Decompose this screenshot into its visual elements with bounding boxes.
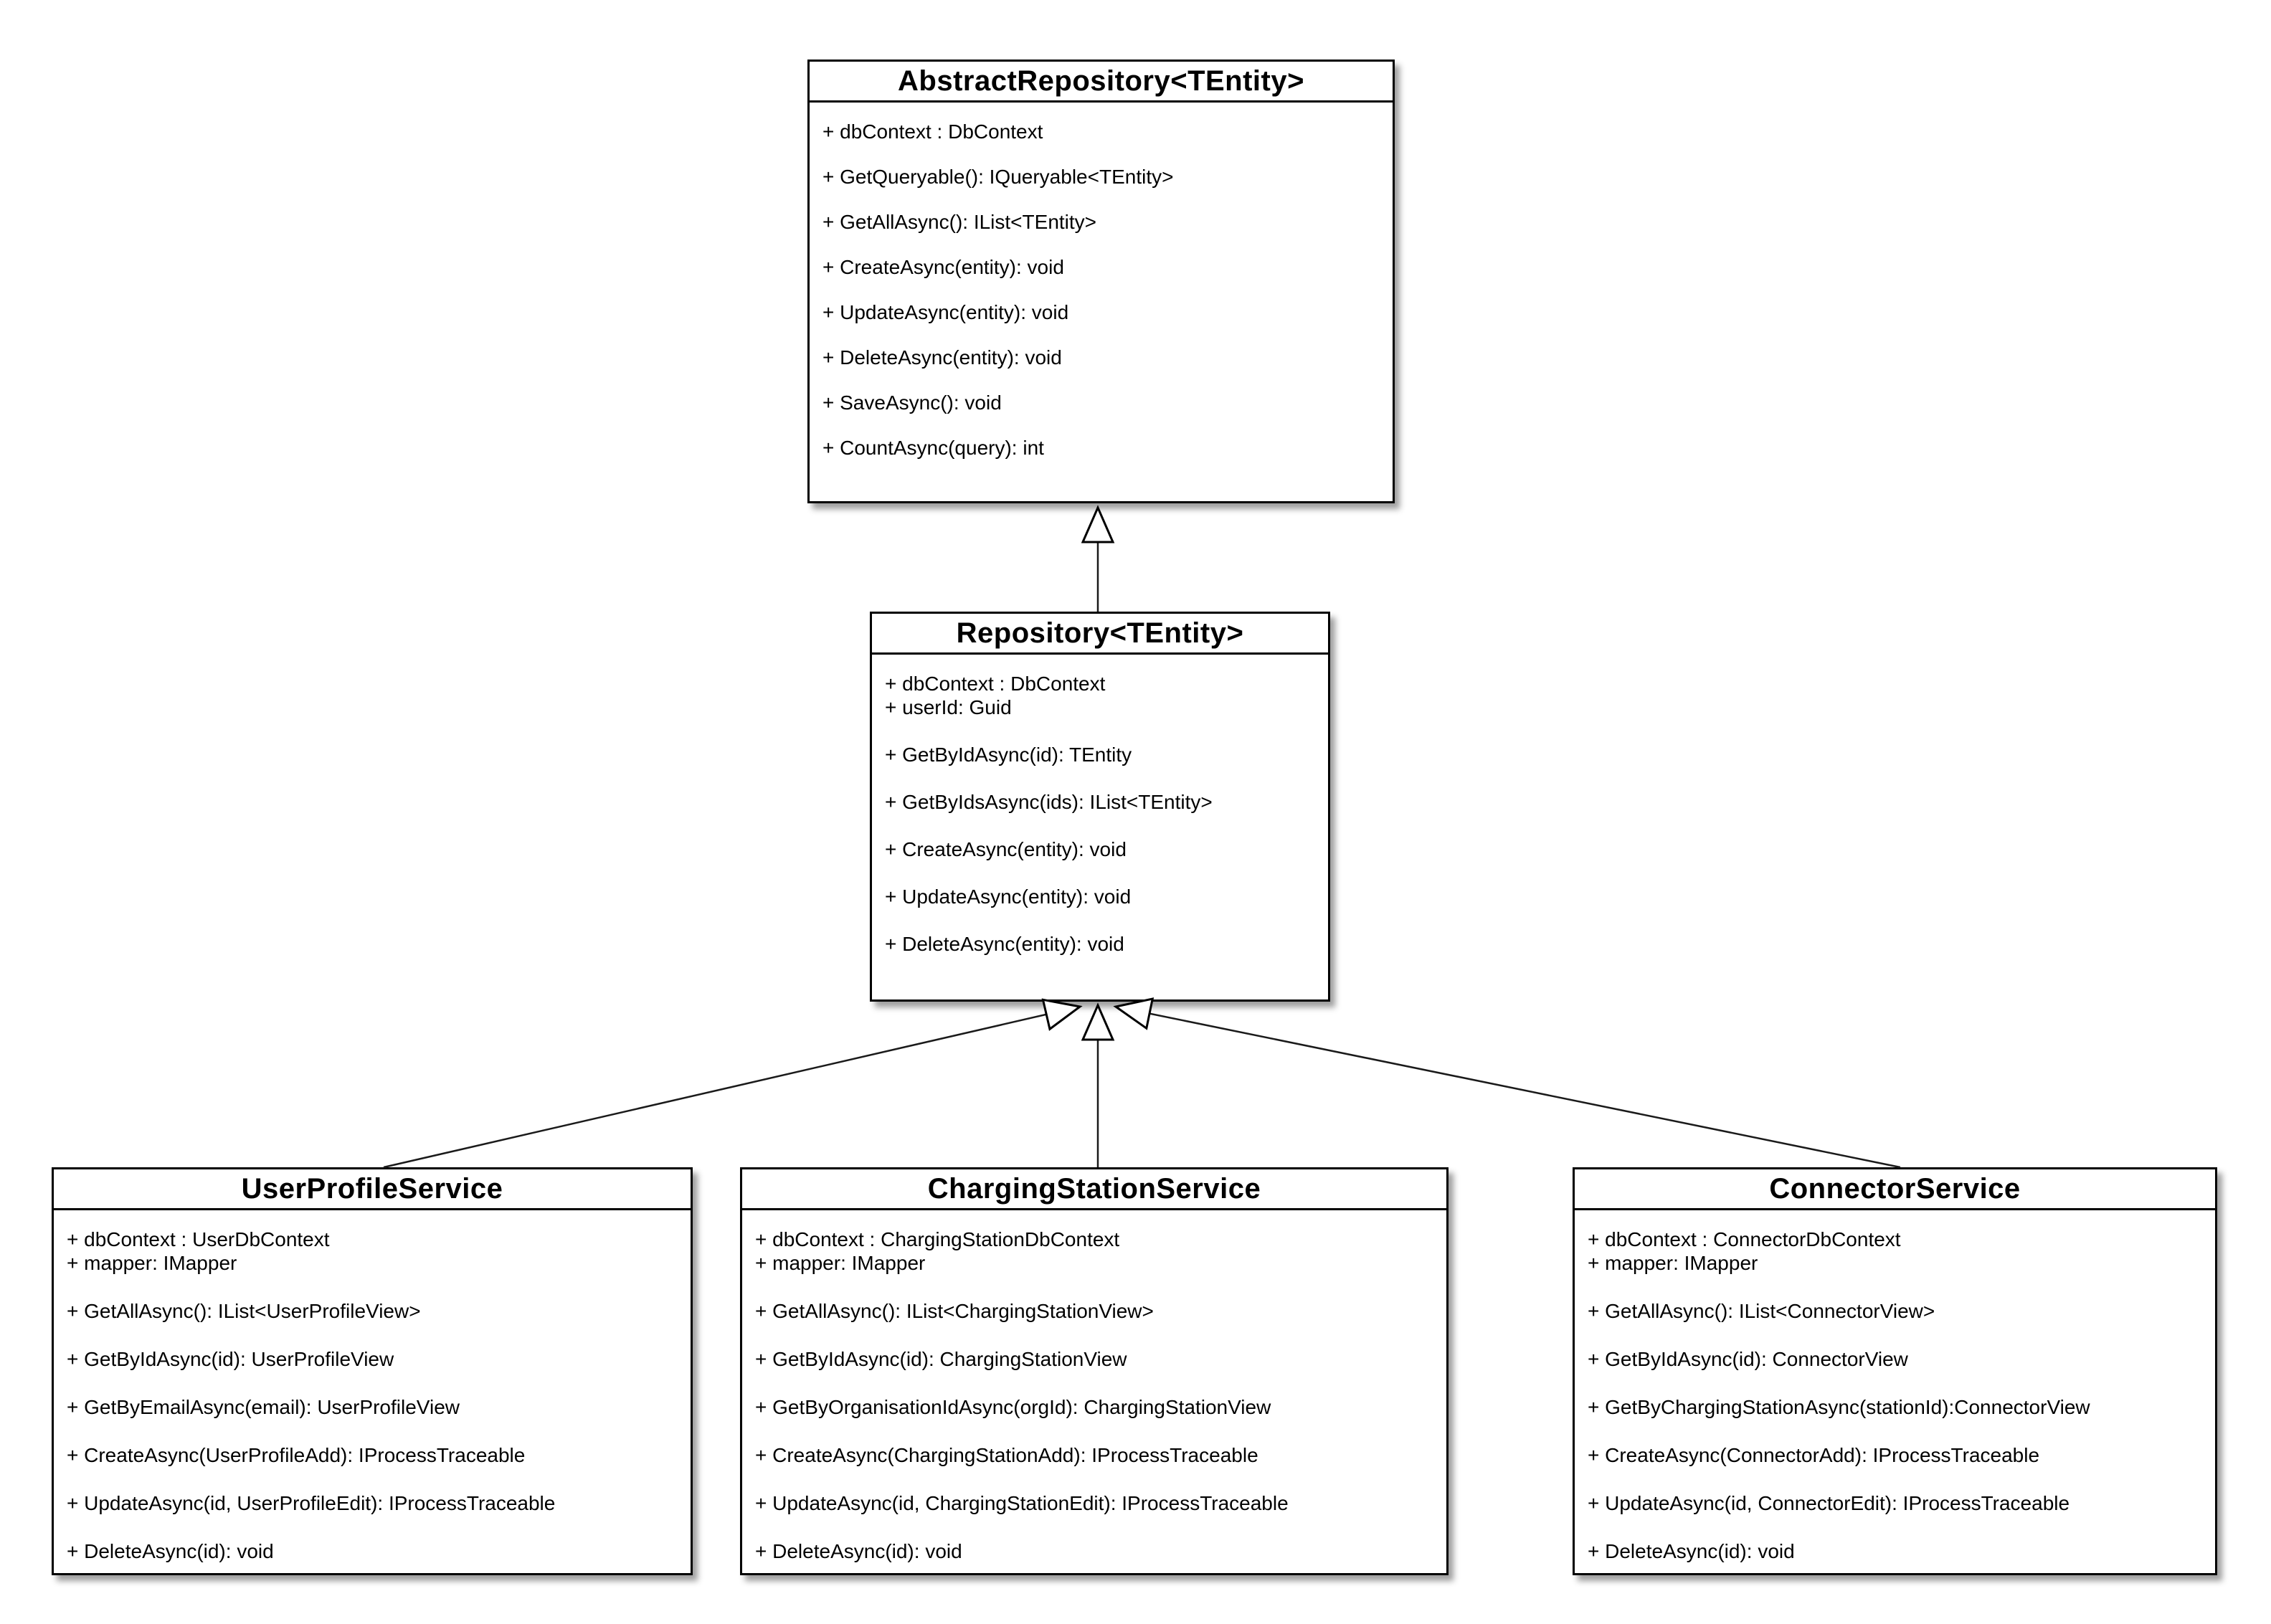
method: + UpdateAsync(entity): void [822, 301, 1069, 323]
method: + GetAllAsync(): IList<ConnectorView> [1588, 1300, 1935, 1322]
method: + CreateAsync(UserProfileAdd): IProcessT… [67, 1444, 526, 1466]
method: + CountAsync(query): int [822, 437, 1044, 459]
method: + GetByOrganisationIdAsync(orgId): Charg… [755, 1396, 1271, 1418]
generalization-arrow-user-profile-service-to-repository [383, 1007, 1080, 1169]
method: + DeleteAsync(entity): void [822, 346, 1062, 369]
method: + DeleteAsync(id): void [1588, 1540, 1795, 1562]
class-body-repository: + dbContext : DbContext + userId: Guid +… [872, 655, 1328, 956]
method: + GetAllAsync(): IList<ChargingStationVi… [755, 1300, 1154, 1322]
attribute: + dbContext : ChargingStationDbContext [755, 1228, 1120, 1250]
class-body-abstract-repository: + dbContext : DbContext + GetQueryable()… [810, 103, 1393, 460]
method: + GetByIdsAsync(ids): IList<TEntity> [885, 791, 1213, 813]
class-title-connector-service: ConnectorService [1575, 1169, 2215, 1210]
method: + GetByIdAsync(id): ChargingStationView [755, 1348, 1127, 1370]
class-body-connector-service: + dbContext : ConnectorDbContext + mappe… [1575, 1210, 2215, 1563]
class-box-connector-service: ConnectorService + dbContext : Connector… [1573, 1167, 2217, 1575]
attribute-list: + dbContext : UserDbContext + mapper: IM… [67, 1228, 678, 1275]
class-box-abstract-repository: AbstractRepository<TEntity> + dbContext … [807, 60, 1395, 503]
method: + UpdateAsync(entity): void [885, 885, 1132, 908]
method: + GetByIdAsync(id): TEntity [885, 744, 1132, 766]
class-title-abstract-repository: AbstractRepository<TEntity> [810, 62, 1393, 103]
attribute-list: + dbContext : ChargingStationDbContext +… [755, 1228, 1433, 1275]
attribute: + dbContext : UserDbContext [67, 1228, 330, 1250]
method: + DeleteAsync(id): void [755, 1540, 962, 1562]
method: + UpdateAsync(id, ConnectorEdit): IProce… [1588, 1492, 2070, 1514]
attribute: + dbContext : DbContext [822, 120, 1043, 143]
method: + GetByChargingStationAsync(stationId):C… [1588, 1396, 2090, 1418]
method: + UpdateAsync(id, UserProfileEdit): IPro… [67, 1492, 556, 1514]
method: + CreateAsync(entity): void [822, 256, 1064, 278]
class-body-user-profile-service: + dbContext : UserDbContext + mapper: IM… [54, 1210, 691, 1563]
attribute: + mapper: IMapper [1588, 1252, 1758, 1274]
method: + UpdateAsync(id, ChargingStationEdit): … [755, 1492, 1289, 1514]
method: + CreateAsync(ConnectorAdd): IProcessTra… [1588, 1444, 2040, 1466]
class-title-user-profile-service: UserProfileService [54, 1169, 691, 1210]
class-box-charging-station-service: ChargingStationService + dbContext : Cha… [740, 1167, 1449, 1575]
attribute: + dbContext : ConnectorDbContext [1588, 1228, 1901, 1250]
class-title-charging-station-service: ChargingStationService [742, 1169, 1446, 1210]
attribute: + mapper: IMapper [755, 1252, 926, 1274]
method: + SaveAsync(): void [822, 391, 1002, 414]
attribute-list: + dbContext : DbContext [822, 120, 1380, 143]
method: + DeleteAsync(id): void [67, 1540, 274, 1562]
generalization-arrow-connector-service-to-repository [1116, 1007, 1901, 1169]
class-body-charging-station-service: + dbContext : ChargingStationDbContext +… [742, 1210, 1446, 1563]
class-box-user-profile-service: UserProfileService + dbContext : UserDbC… [52, 1167, 693, 1575]
method: + GetByIdAsync(id): UserProfileView [67, 1348, 394, 1370]
attribute: + dbContext : DbContext [885, 673, 1106, 695]
attribute-list: + dbContext : DbContext + userId: Guid [885, 672, 1315, 719]
method: + GetQueryable(): IQueryable<TEntity> [822, 166, 1174, 188]
method: + CreateAsync(ChargingStationAdd): IProc… [755, 1444, 1258, 1466]
method: + GetByIdAsync(id): ConnectorView [1588, 1348, 1908, 1370]
method: + CreateAsync(entity): void [885, 838, 1127, 860]
method: + DeleteAsync(entity): void [885, 933, 1124, 955]
attribute: + userId: Guid [885, 696, 1012, 718]
attribute: + mapper: IMapper [67, 1252, 237, 1274]
attribute-list: + dbContext : ConnectorDbContext + mappe… [1588, 1228, 2202, 1275]
method: + GetByEmailAsync(email): UserProfileVie… [67, 1396, 460, 1418]
method: + GetAllAsync(): IList<UserProfileView> [67, 1300, 421, 1322]
class-title-repository: Repository<TEntity> [872, 614, 1328, 655]
method: + GetAllAsync(): IList<TEntity> [822, 211, 1097, 233]
class-box-repository: Repository<TEntity> + dbContext : DbCont… [870, 612, 1330, 1002]
